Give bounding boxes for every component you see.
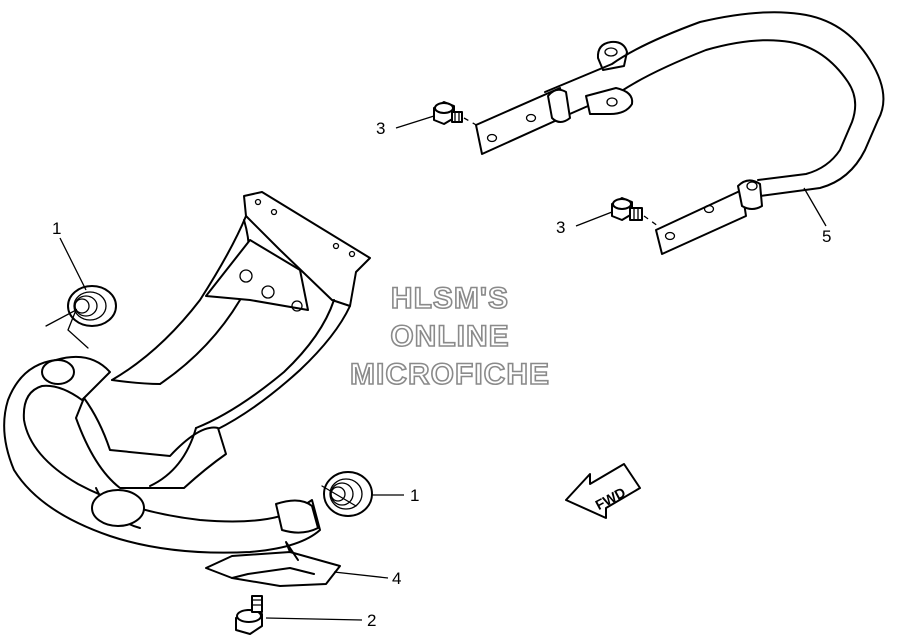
leader-3-upper bbox=[395, 115, 435, 129]
bolt-lower bbox=[235, 595, 263, 635]
bolt-upper-right bbox=[611, 197, 659, 227]
leader-3-lower bbox=[575, 211, 613, 227]
bolt-upper-left bbox=[433, 101, 479, 127]
watermark-line-2: ONLINE bbox=[390, 320, 509, 353]
leader-2 bbox=[265, 617, 363, 621]
front-guard bbox=[3, 191, 371, 554]
callout-2: 2 bbox=[367, 611, 376, 630]
callout-3-lower: 3 bbox=[556, 218, 565, 237]
watermark: HLSM'S ONLINE MICROFICHE bbox=[349, 281, 550, 392]
arrow-left-icon bbox=[565, 463, 641, 519]
callout-1-left: 1 bbox=[52, 219, 61, 238]
callout-3-upper: 3 bbox=[376, 119, 385, 138]
bushing-right bbox=[321, 471, 373, 517]
leader-1-left bbox=[59, 237, 87, 291]
fwd-arrow: FWD bbox=[565, 463, 641, 519]
watermark-line-1: HLSM'S bbox=[391, 282, 509, 315]
callout-4: 4 bbox=[392, 569, 401, 588]
leader-4 bbox=[333, 571, 389, 579]
callout-1-right: 1 bbox=[410, 486, 419, 505]
watermark-line-3: MICROFICHE bbox=[350, 358, 550, 391]
bushing-left bbox=[45, 285, 117, 349]
skid-plate bbox=[205, 541, 341, 587]
leader-5 bbox=[803, 187, 827, 227]
callout-5: 5 bbox=[822, 227, 831, 246]
rear-guard bbox=[475, 11, 885, 255]
